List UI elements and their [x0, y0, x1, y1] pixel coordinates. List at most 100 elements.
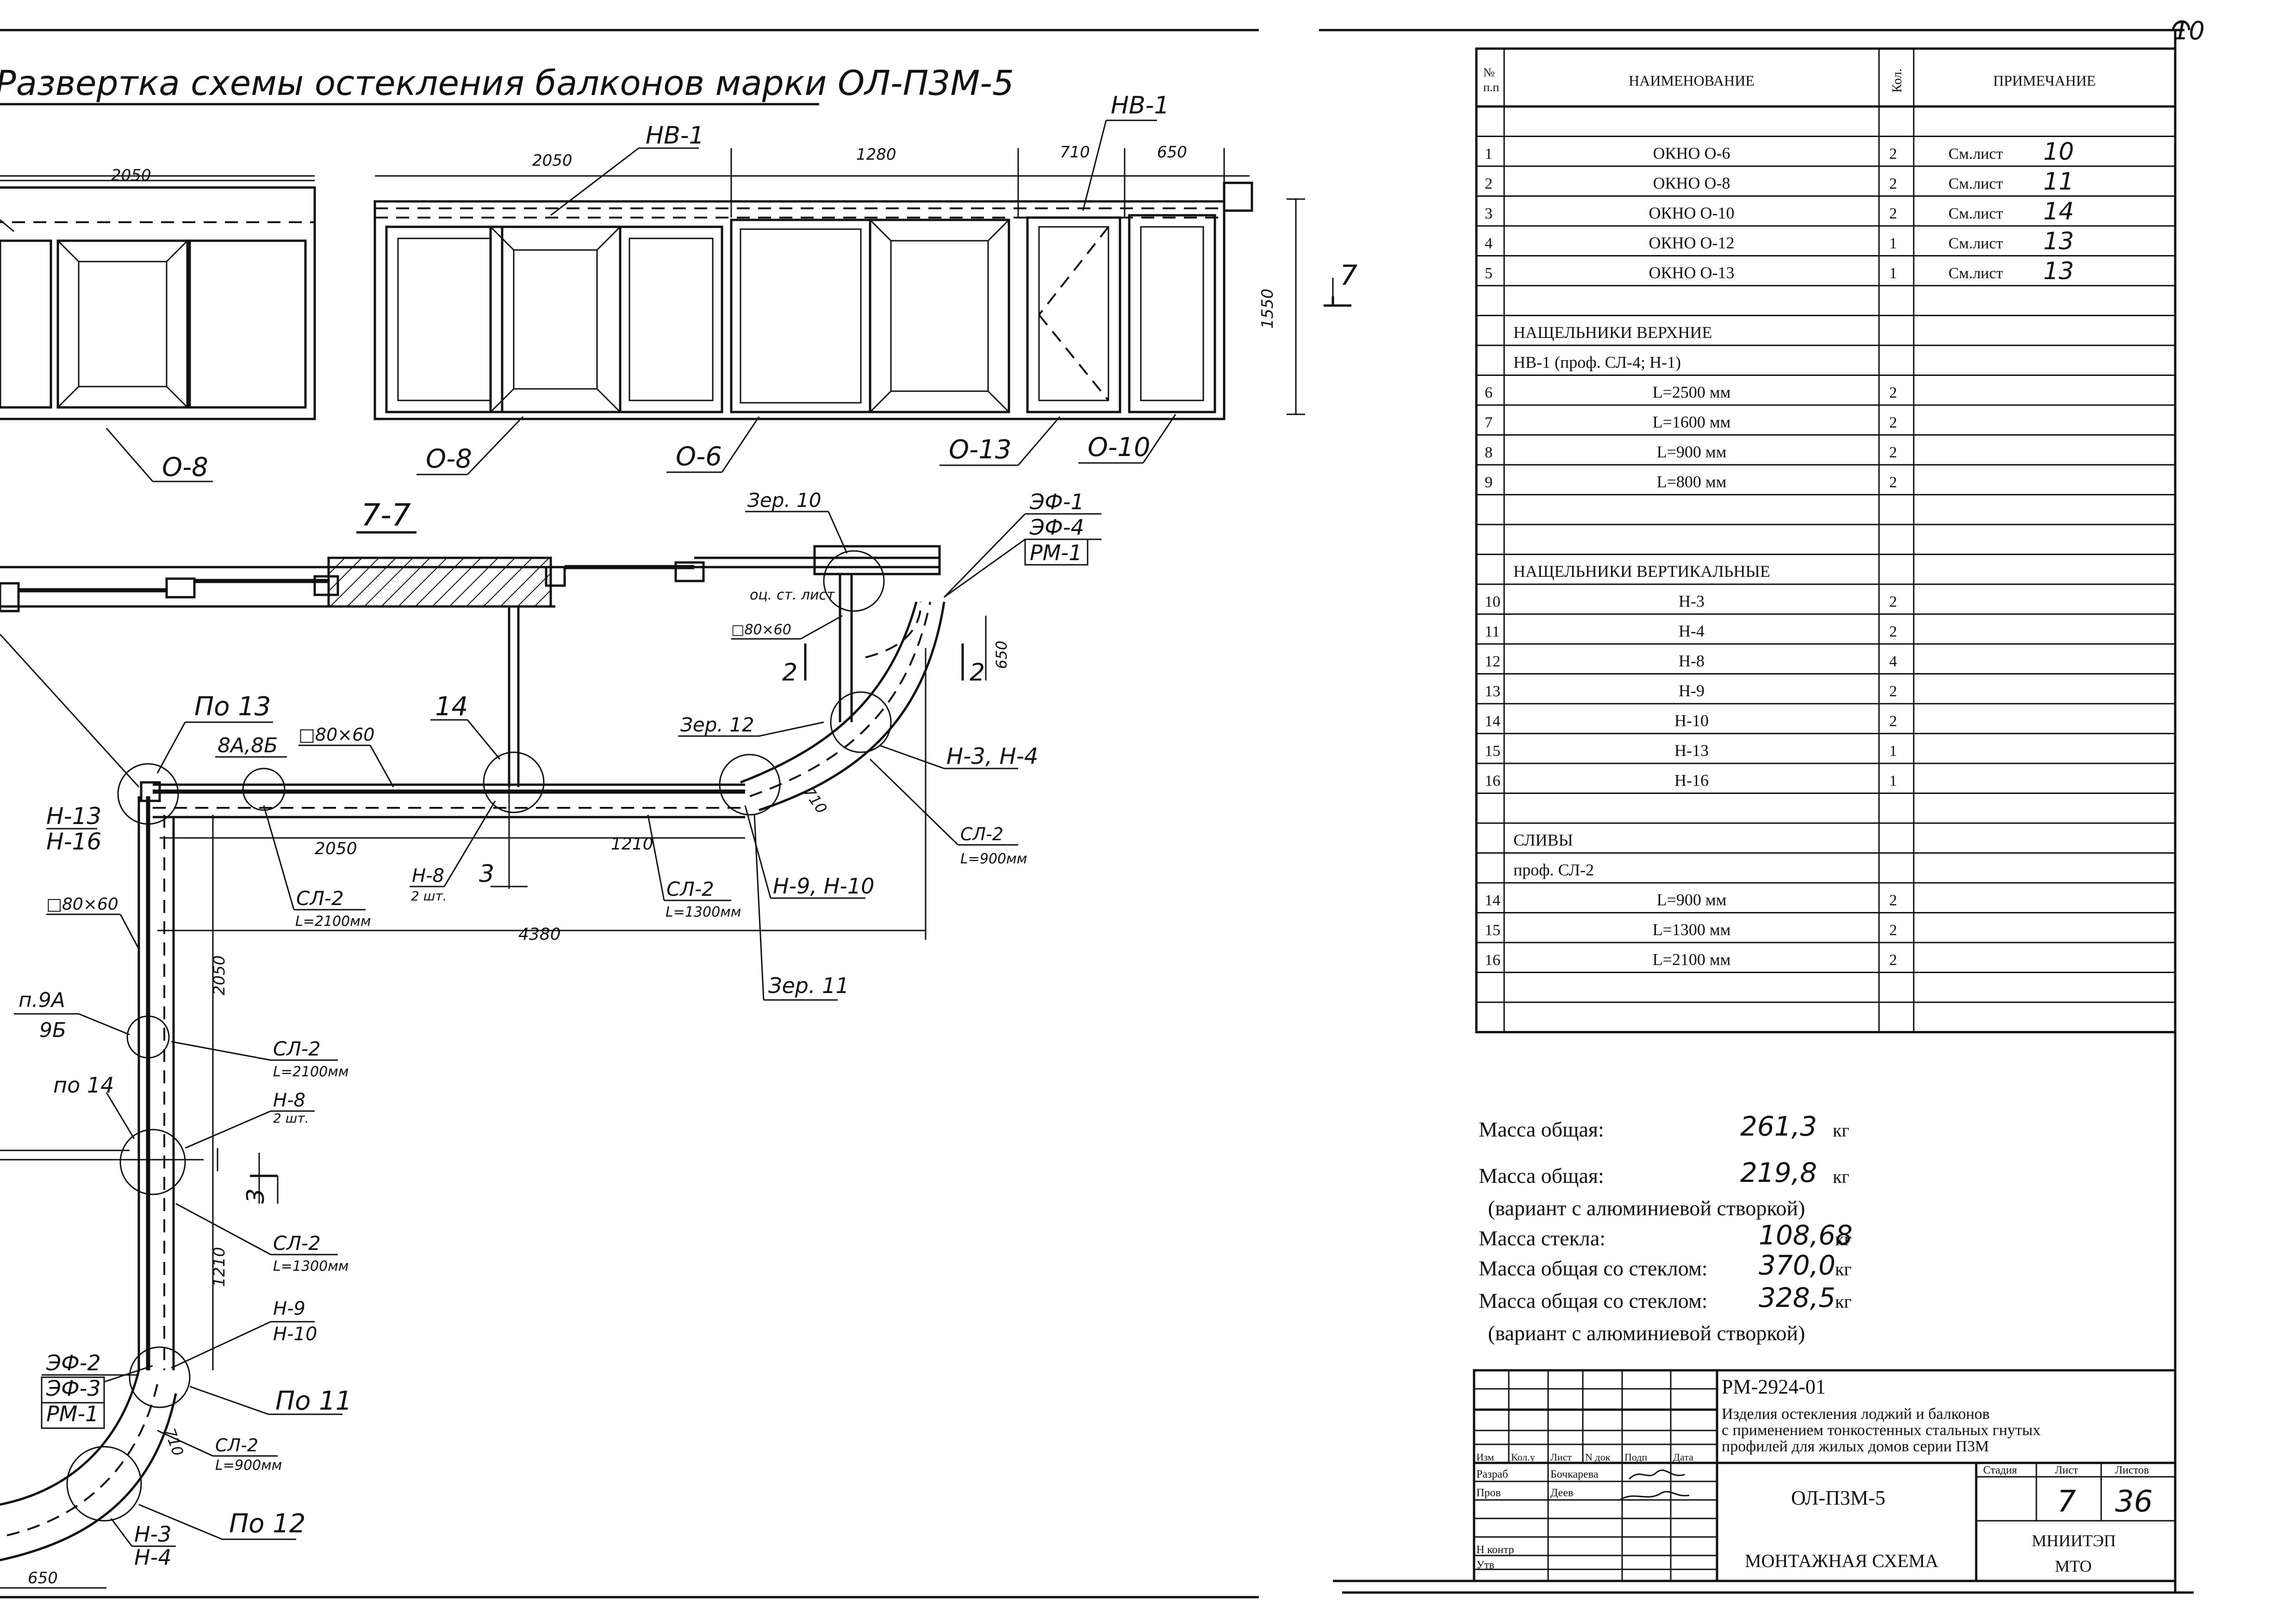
table-cell-qty: 2	[1889, 713, 1897, 730]
table-cell-qty: 2	[1889, 922, 1897, 939]
label-l900-a: L=900мм	[960, 851, 1027, 867]
col-data: Дата	[1673, 1451, 1693, 1463]
label-sl2-f: СЛ-2	[215, 1435, 258, 1455]
table-cell-name: ОКНО О-8	[1653, 174, 1730, 193]
label-hb1-b: НВ-1	[1111, 92, 1170, 119]
label-n8-a: Н-8	[412, 865, 444, 887]
mass-label: Масса общая:	[1479, 1164, 1604, 1187]
table-cell-qty: 2	[1889, 892, 1897, 909]
cut-marks: 2 2 3	[242, 643, 985, 1204]
header-qty: Кол.	[1890, 69, 1904, 93]
label-l1300-a: L=1300мм	[666, 904, 741, 920]
mass-unit: кг	[1835, 1229, 1852, 1249]
table-cell-name: L=2100 мм	[1653, 950, 1731, 969]
signature-2	[1619, 1491, 1690, 1501]
table-cell-qty: 2	[1889, 145, 1897, 162]
table-cell-num: 3	[1485, 205, 1493, 222]
page-corner-number: 10	[2173, 16, 2205, 45]
label-o8: О-8	[426, 444, 472, 474]
header-num-2: п.п	[1483, 81, 1499, 94]
table-cell-name: ОКНО О-10	[1649, 204, 1735, 222]
table-cell-note-sheet: 13	[2043, 257, 2074, 285]
role-razrab: Разраб	[1476, 1468, 1508, 1480]
drawing-mark: ОЛ-П3М-5	[1791, 1487, 1885, 1509]
sheet-number: 7	[2057, 1485, 2076, 1519]
dim-650-bottom: 650	[28, 1569, 58, 1587]
label-80x60-top: □80×60	[731, 622, 791, 638]
label-n8-b: Н-8	[273, 1090, 305, 1111]
label-p9a: п.9А	[19, 988, 65, 1012]
label-n9-n10: Н-9, Н-10	[773, 874, 874, 899]
dim-2050-left: 2050	[111, 166, 151, 185]
table-cell-name: L=800 мм	[1657, 473, 1727, 491]
label-zer11: Зер. 11	[768, 973, 849, 998]
table-cell-name: НВ-1 (проф. СЛ-4; Н-1)	[1513, 353, 1681, 372]
sheet-title: МОНТАЖНАЯ СХЕМА	[1745, 1550, 1938, 1571]
mass-value: 328,5	[1759, 1282, 1836, 1313]
label-sl2-b: СЛ-2	[296, 887, 344, 910]
mass-value: 370,0	[1759, 1249, 1836, 1281]
table-cell-name: L=2500 мм	[1653, 383, 1731, 401]
label-l2100-a: L=2100мм	[295, 913, 371, 930]
label-n3: Н-3	[134, 1522, 171, 1547]
dim-2050-plan: 2050	[315, 839, 357, 858]
table-cell-num: 10	[1485, 593, 1500, 611]
name-prov: Деев	[1550, 1487, 1573, 1499]
label-po14: по 14	[53, 1073, 114, 1098]
mass-unit: кг	[1835, 1259, 1852, 1280]
label-sl2-d: СЛ-2	[273, 1037, 321, 1060]
name-razrab: Бочкарева	[1550, 1468, 1599, 1480]
table-cell-name: Н-8	[1679, 652, 1705, 670]
table-cell-note: См.лист	[1948, 205, 2003, 222]
table-cell-name: L=1600 мм	[1653, 413, 1731, 431]
table-cell-name: Н-9	[1679, 681, 1705, 700]
section-marker-7: 7	[1340, 259, 1357, 292]
table-cell-note: См.лист	[1948, 265, 2003, 282]
org-dept: МТО	[2055, 1557, 2092, 1575]
mass-label: Масса общая со стеклом:	[1479, 1256, 1708, 1280]
label-l1300-b: L=1300мм	[273, 1258, 348, 1274]
table-cell-qty: 2	[1889, 474, 1897, 491]
col-kolu: Кол.у	[1511, 1451, 1535, 1463]
sheets-total: 36	[2115, 1485, 2153, 1519]
doc-desc-3: профилей для жилых домов серии П3М	[1722, 1438, 1989, 1455]
table-cell-qty: 2	[1889, 952, 1897, 969]
label-ef1: ЭФ-1	[1029, 489, 1084, 514]
table-cell-qty: 2	[1889, 683, 1897, 700]
doc-desc-1: Изделия остекления лоджий и балконов	[1722, 1405, 1990, 1423]
table-cell-name: Н-3	[1679, 592, 1705, 611]
table-cell-name: ОКНО О-13	[1649, 263, 1735, 282]
mass-value: 108,68	[1759, 1219, 1853, 1251]
table-cell-name: L=900 мм	[1657, 443, 1727, 461]
label-ef2: ЭФ-2	[46, 1350, 101, 1375]
label-2sht-b: 2 шт.	[273, 1111, 309, 1126]
label-po12: По 12	[229, 1509, 305, 1539]
mass-unit: кг	[1835, 1291, 1852, 1312]
label-zer10: Зер. 10	[747, 489, 821, 512]
label-o8-left: О-8	[162, 452, 208, 482]
table-cell-num: 16	[1485, 773, 1500, 790]
label-14: 14	[435, 692, 468, 722]
mass-label: Масса стекла:	[1479, 1226, 1605, 1250]
label-n4: Н-4	[134, 1545, 171, 1570]
label-o13: О-13	[949, 435, 1012, 465]
doc-desc-2: с применением тонкостенных стальных гнут…	[1722, 1422, 2041, 1439]
dim-1210-vert: 1210	[210, 1247, 229, 1287]
dim-650: 650	[1157, 143, 1187, 162]
sheets-label: Листов	[2115, 1464, 2149, 1476]
table-cell-qty: 2	[1889, 593, 1897, 611]
table-cell-num: 13	[1485, 683, 1500, 700]
sheet-label: Лист	[2055, 1464, 2078, 1476]
role-prov: Пров	[1476, 1487, 1501, 1499]
label-ef4: ЭФ-4	[1029, 515, 1084, 540]
table-cell-num: 15	[1485, 922, 1500, 939]
table-cell-qty: 4	[1889, 653, 1897, 670]
label-zer12: Зер. 12	[680, 713, 754, 736]
drawing-title: Развертка схемы остекления балконов марк…	[0, 63, 1014, 103]
dim-710: 710	[1060, 143, 1090, 162]
table-cell-name: Н-4	[1679, 622, 1705, 640]
table-cell-name: НАЩЕЛЬНИКИ ВЕРТИКАЛЬНЫЕ	[1513, 562, 1770, 581]
mass-label: (вариант с алюминиевой створкой)	[1488, 1196, 1805, 1220]
table-cell-qty: 1	[1889, 773, 1897, 790]
